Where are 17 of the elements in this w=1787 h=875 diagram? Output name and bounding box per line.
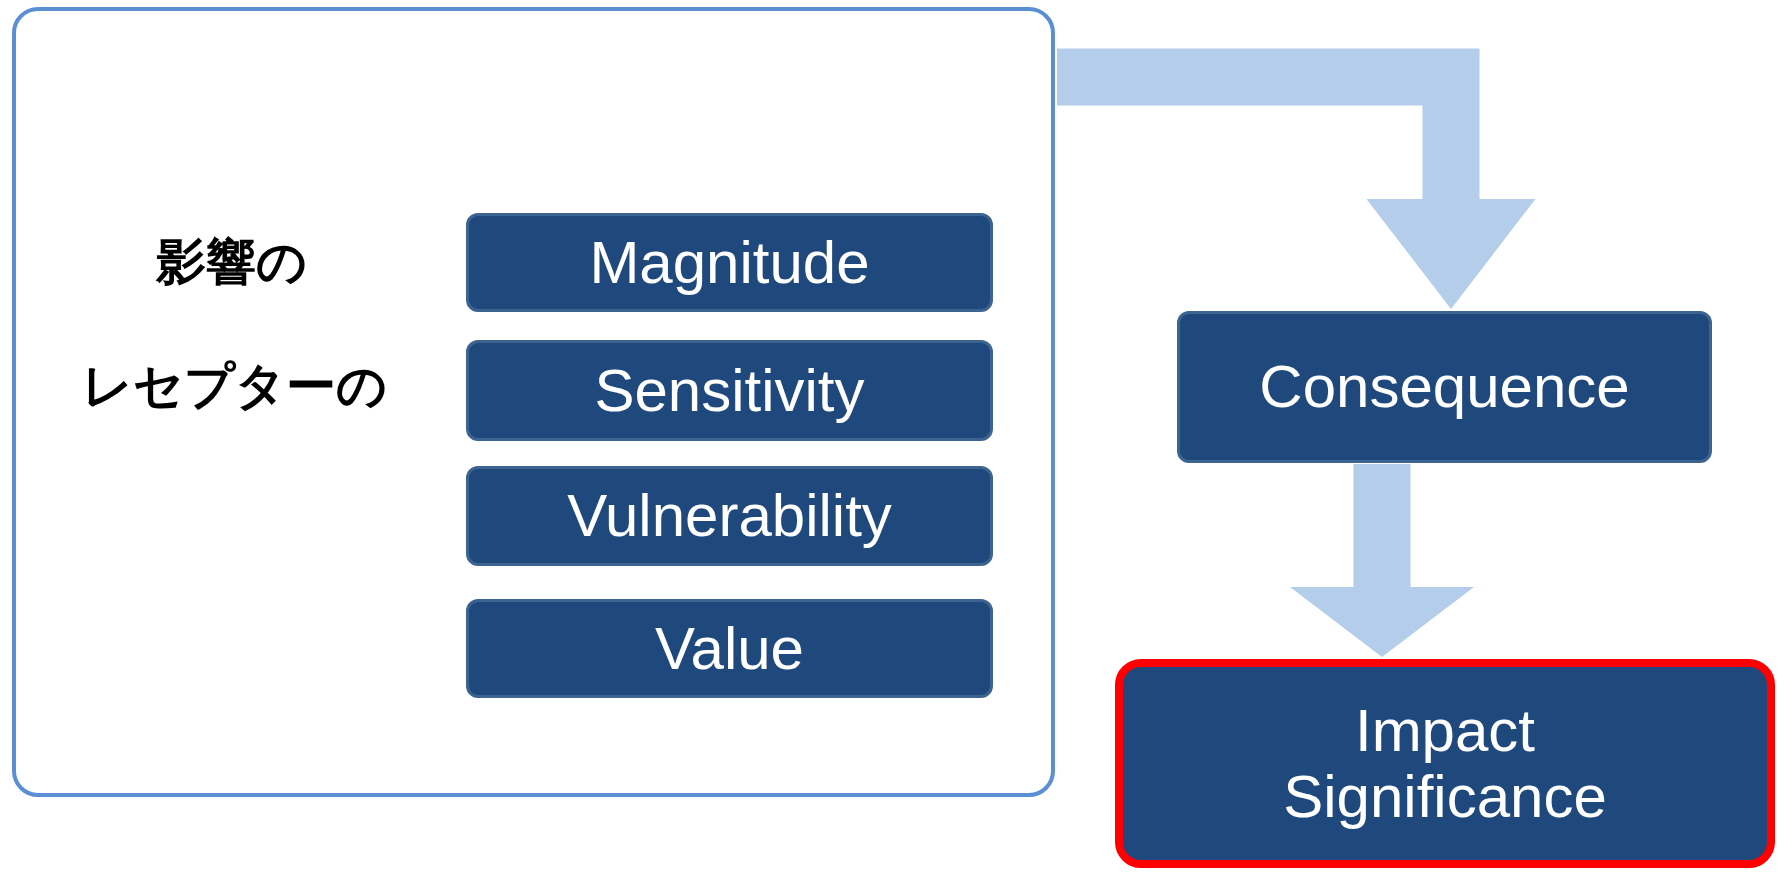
- flow-arrow: [1290, 464, 1474, 657]
- factor-box: [466, 340, 993, 441]
- group-panel: [12, 7, 1055, 797]
- factor-box: [466, 599, 993, 698]
- box-label: Value: [655, 615, 804, 682]
- result-box: [1115, 659, 1775, 868]
- row-label: 影響の: [156, 232, 307, 293]
- box-label: Consequence: [1259, 354, 1630, 420]
- factor-box: [466, 466, 993, 566]
- box-label: Sensitivity: [594, 357, 865, 424]
- box-label: Magnitude: [589, 229, 870, 296]
- row-label: レセプターの: [82, 356, 387, 417]
- box-label: Vulnerability: [567, 483, 892, 549]
- box-label: Impact Significance: [1282, 697, 1608, 830]
- process-box: [1177, 311, 1712, 463]
- factor-box: [466, 213, 993, 312]
- flow-arrow: [1057, 48, 1536, 309]
